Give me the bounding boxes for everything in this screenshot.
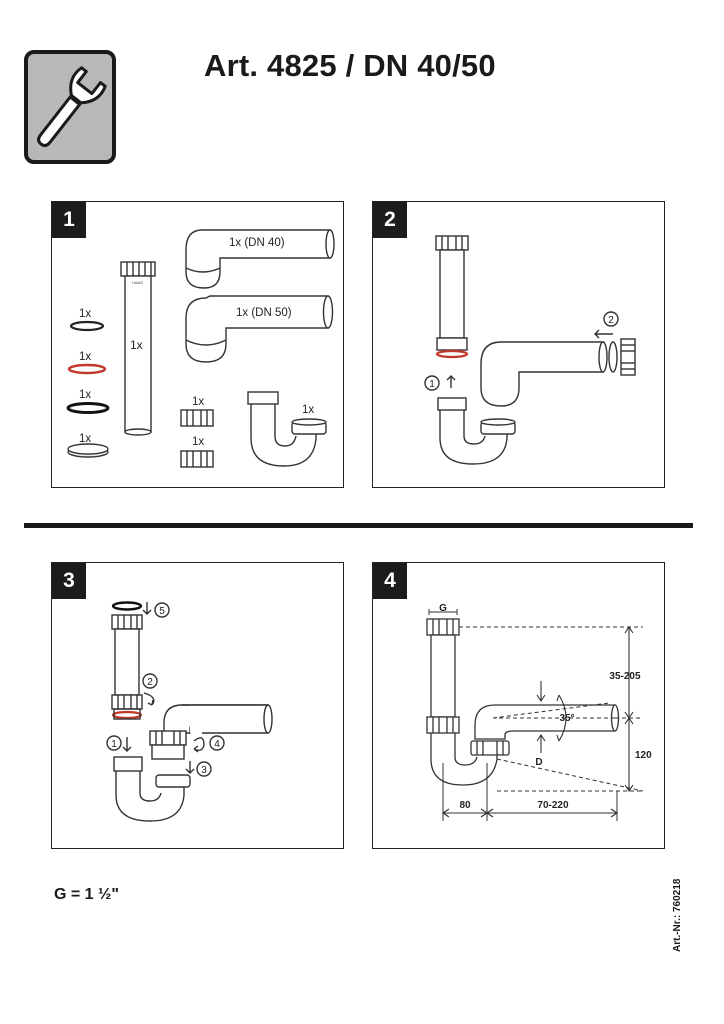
nut-top-label: 1x	[192, 396, 204, 408]
arrow-up-icon	[446, 375, 456, 388]
tailpiece-pipe	[426, 618, 460, 734]
tailpiece-pipe	[435, 235, 469, 359]
p-trap	[430, 733, 510, 786]
panel-dimensions: 4 G 35-205 120 D	[372, 562, 665, 849]
slip-nut-bottom	[180, 450, 214, 468]
panel-parts-list: 1 1x (DN 40) 1x (DN 50) HAAS 1x 1x 1x	[51, 201, 344, 488]
panel-step-3: 3 5 2 4	[51, 562, 344, 849]
panel-number: 2	[373, 202, 407, 238]
ring-black-label: 1x	[79, 389, 91, 401]
angle-arc	[556, 694, 567, 742]
o-ring-red	[67, 363, 107, 375]
panel-step-2: 2 2 1	[372, 201, 665, 488]
elbow-pipe	[480, 341, 608, 407]
arrow-down-icon	[185, 761, 195, 774]
slip-nut-top	[180, 409, 214, 427]
arrow-left-icon	[594, 329, 613, 339]
seal-ring	[608, 341, 618, 373]
p-trap	[437, 397, 516, 465]
tailpiece-pipe	[111, 614, 143, 720]
elbow-dn40	[185, 229, 335, 289]
wrench-logo	[24, 50, 116, 164]
washer-label: 1x	[79, 433, 91, 445]
nut-bottom-label: 1x	[192, 436, 204, 448]
dim-length-range-label: 70-220	[537, 800, 569, 811]
step-2-label: 2	[608, 315, 614, 326]
pipe-label: 1x	[130, 338, 143, 352]
slip-nut	[149, 730, 187, 760]
step-1-label: 1	[111, 739, 117, 750]
elbow-pipe	[163, 704, 273, 734]
section-divider	[24, 523, 693, 528]
rotate-arrow-icon	[193, 737, 205, 753]
dim-arrow-horizontal	[486, 808, 618, 818]
svg-text:HAAS: HAAS	[132, 280, 143, 285]
step-2-label: 2	[147, 677, 153, 688]
wrench-icon	[37, 66, 107, 148]
elbow-dn50-label: 1x (DN 50)	[236, 307, 292, 319]
page-title: Art. 4825 / DN 40/50	[204, 48, 496, 83]
dim-height-range-label: 35-205	[609, 671, 641, 682]
dim-arrow-vertical	[624, 717, 634, 792]
o-ring-thin	[69, 320, 105, 332]
arrow-up-icon	[536, 734, 546, 753]
p-trap	[113, 756, 191, 822]
dim-g-label: G	[439, 603, 447, 614]
o-ring-black	[111, 601, 143, 611]
arrow-down-icon	[536, 681, 546, 702]
dim-offset-label: 80	[459, 800, 471, 811]
flat-washer	[67, 443, 109, 458]
arrow-down-icon	[142, 602, 152, 615]
rotate-arrow-icon	[143, 692, 155, 706]
trap-label: 1x	[302, 404, 314, 416]
step-5-label: 5	[159, 606, 165, 617]
elbow-dn50	[185, 295, 334, 363]
panel-number: 4	[373, 563, 407, 599]
thread-size-note: G = 1 ½"	[54, 886, 119, 903]
dim-d-label: D	[535, 757, 542, 768]
step-4-label: 4	[214, 739, 220, 750]
dim-height-label: 120	[635, 750, 652, 761]
elbow-dn40-label: 1x (DN 40)	[229, 237, 285, 249]
step-1-label: 1	[429, 379, 435, 390]
step-3-label: 3	[201, 765, 207, 776]
article-number: Art.-Nr.: 760218	[672, 878, 683, 952]
ring-red-label: 1x	[79, 351, 91, 363]
dim-angle-label: 35°	[559, 713, 574, 724]
p-trap	[247, 391, 327, 467]
slip-nut	[620, 338, 636, 376]
ring-thin-label: 1x	[79, 308, 91, 320]
tailpiece-pipe: HAAS	[120, 261, 156, 436]
panel-number: 1	[52, 202, 86, 238]
o-ring-black	[66, 402, 110, 414]
arrow-down-icon	[122, 737, 132, 752]
panel-number: 3	[52, 563, 86, 599]
elbow-pipe	[474, 704, 620, 740]
